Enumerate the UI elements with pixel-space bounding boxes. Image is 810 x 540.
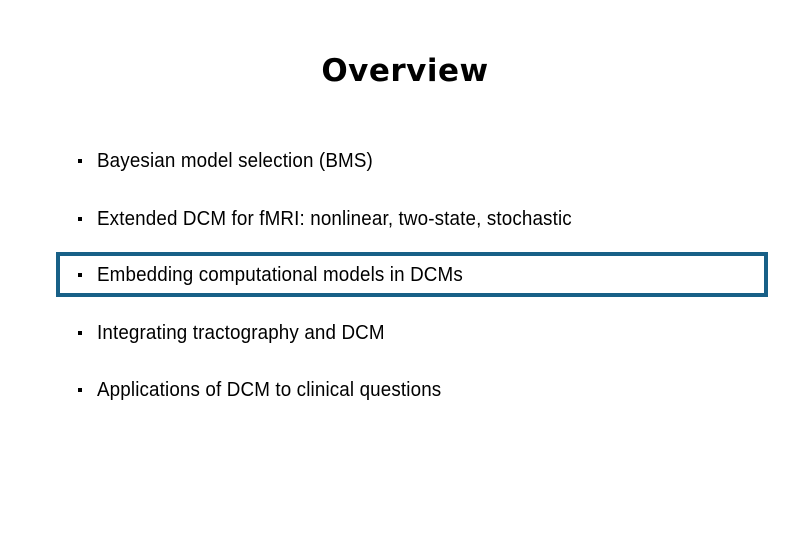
bullet-dot-icon <box>69 388 91 392</box>
list-item-label: Applications of DCM to clinical question… <box>97 379 442 401</box>
list-item-label: Bayesian model selection (BMS) <box>97 150 373 172</box>
bullet-dot-icon <box>69 272 91 277</box>
list-item-label: Extended DCM for fMRI: nonlinear, two-st… <box>97 208 572 230</box>
list-item-highlighted[interactable]: Embedding computational models in DCMs <box>56 252 768 297</box>
page-title: Overview <box>321 53 489 89</box>
list-item[interactable]: Integrating tractography and DCM <box>56 311 768 355</box>
bullet-dot-icon <box>69 159 91 163</box>
bullet-dot-icon <box>69 217 91 221</box>
list-item[interactable]: Bayesian model selection (BMS) <box>56 139 768 183</box>
list-item-label: Integrating tractography and DCM <box>97 322 385 344</box>
list-item[interactable]: Extended DCM for fMRI: nonlinear, two-st… <box>56 197 768 241</box>
list-item-label: Embedding computational models in DCMs <box>97 263 463 286</box>
bullet-dot-icon <box>69 331 91 335</box>
list-item[interactable]: Applications of DCM to clinical question… <box>56 368 768 412</box>
